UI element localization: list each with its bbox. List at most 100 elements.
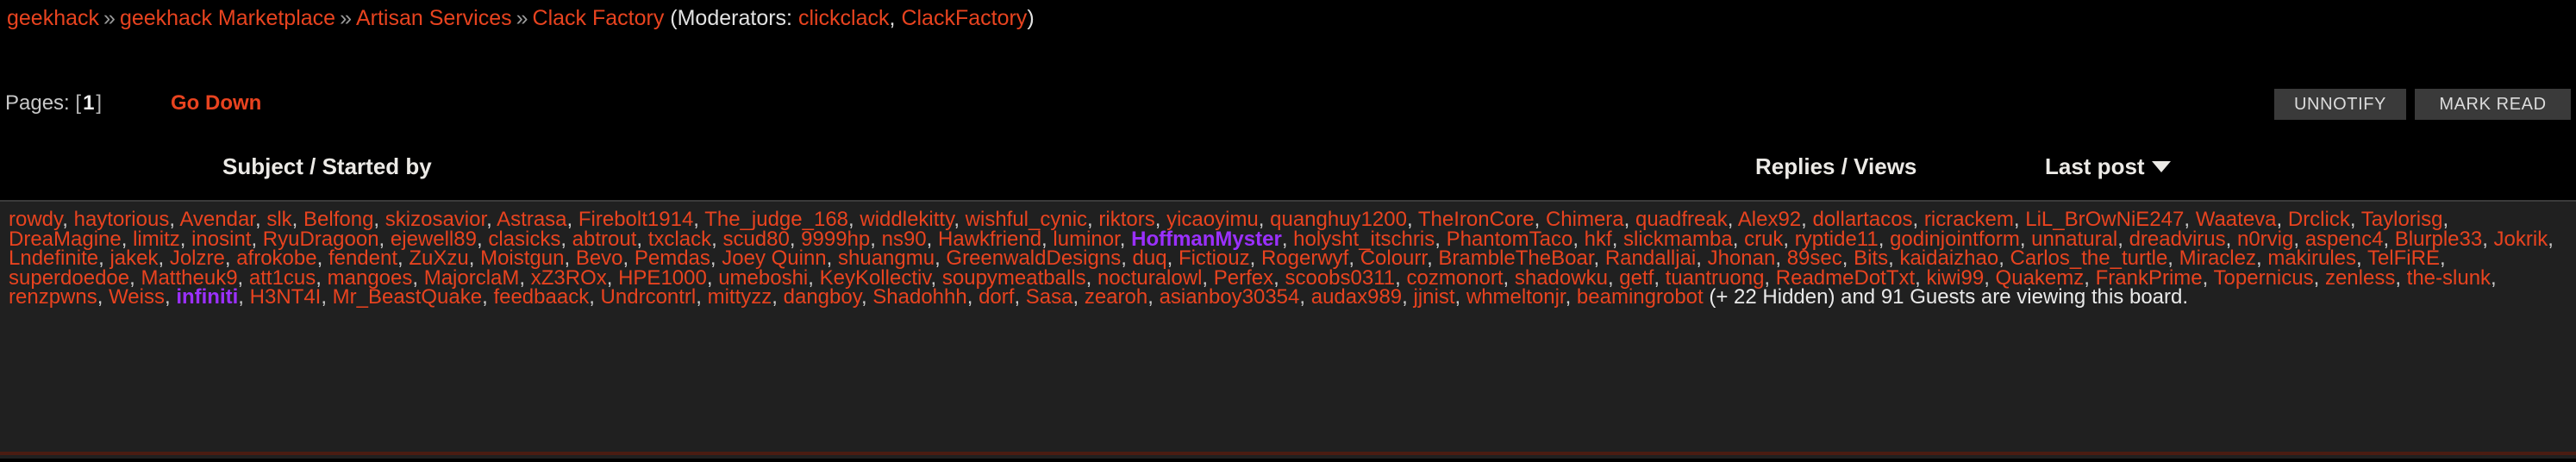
- user-link[interactable]: the-slunk: [2406, 265, 2492, 290]
- user-link[interactable]: unnatural: [2031, 227, 2118, 251]
- user-link[interactable]: scud80: [722, 227, 790, 251]
- user-link[interactable]: abtrout: [572, 227, 637, 251]
- user-link[interactable]: quadfreak: [1635, 208, 1728, 231]
- user-link[interactable]: Alex92: [1737, 208, 1802, 231]
- user-link[interactable]: Shadohhh: [872, 285, 967, 309]
- breadcrumb-item-geekhack[interactable]: geekhack: [7, 6, 100, 30]
- user-link[interactable]: Bits: [1854, 247, 1889, 270]
- user-link[interactable]: Miraclez: [2179, 247, 2256, 270]
- breadcrumb-item-clack-factory[interactable]: Clack Factory: [532, 6, 665, 30]
- user-link[interactable]: makirules: [2267, 247, 2357, 270]
- user-link[interactable]: skizosavior: [385, 208, 487, 231]
- user-link[interactable]: shadowku: [1514, 265, 1608, 290]
- user-link[interactable]: superdoedoe: [9, 265, 130, 290]
- user-link[interactable]: shuangmu: [838, 247, 935, 270]
- user-link[interactable]: Quakemz: [1995, 265, 2085, 290]
- user-link[interactable]: Chimera: [1545, 208, 1624, 231]
- user-link[interactable]: jakek: [109, 247, 159, 270]
- user-link[interactable]: Pemdas: [634, 247, 710, 270]
- user-link[interactable]: zenless: [2324, 265, 2396, 290]
- user-link[interactable]: jjnist: [1413, 285, 1455, 309]
- breadcrumb-item-artisan-services[interactable]: Artisan Services: [355, 6, 512, 30]
- user-link[interactable]: MajorclaM: [423, 265, 520, 290]
- user-link[interactable]: ns90: [881, 227, 927, 251]
- user-link[interactable]: Randalljai: [1604, 247, 1697, 270]
- breadcrumb-item-geekhack-marketplace[interactable]: geekhack Marketplace: [119, 6, 336, 30]
- user-link[interactable]: Colourr: [1360, 247, 1428, 270]
- user-link[interactable]: godinjointform: [1890, 227, 2020, 251]
- user-link[interactable]: clasicks: [488, 227, 561, 251]
- user-link[interactable]: afrokobe: [236, 247, 317, 270]
- user-link[interactable]: quanghuy1200: [1270, 208, 1407, 231]
- user-link[interactable]: HoffmanMyster: [1131, 227, 1282, 251]
- user-link[interactable]: FrankPrime: [2095, 265, 2203, 290]
- user-link[interactable]: Astrasa: [497, 208, 567, 231]
- mark-read-button[interactable]: MARK READ: [2415, 89, 2571, 120]
- user-link[interactable]: ricrackem: [1923, 208, 2014, 231]
- user-link[interactable]: slickmamba: [1623, 227, 1733, 251]
- user-link[interactable]: feedbaack: [493, 285, 590, 309]
- user-link[interactable]: LiL_BrOwNiE247: [2025, 208, 2185, 231]
- user-link[interactable]: Rogerwyf: [1260, 247, 1349, 270]
- user-link[interactable]: Lndefinite: [9, 247, 99, 270]
- user-link[interactable]: txclack: [647, 227, 712, 251]
- user-link[interactable]: whmeltonjr: [1466, 285, 1566, 309]
- user-link[interactable]: Waateva: [2195, 208, 2277, 231]
- column-header-replies-views[interactable]: Replies / Views: [1755, 152, 1916, 181]
- user-link[interactable]: Sasa: [1025, 285, 1073, 309]
- user-link[interactable]: asianboy30354: [1159, 285, 1300, 309]
- user-link[interactable]: Drclick: [2287, 208, 2350, 231]
- user-link[interactable]: limitz: [133, 227, 180, 251]
- user-link[interactable]: Jhonan: [1707, 247, 1776, 270]
- user-link[interactable]: att1cus: [248, 265, 316, 290]
- user-link[interactable]: holysht_itschris: [1293, 227, 1435, 251]
- user-link[interactable]: cozmonort: [1406, 265, 1504, 290]
- user-link[interactable]: Weiss: [109, 285, 165, 309]
- column-header-replies-link[interactable]: Replies / Views: [1755, 153, 1917, 179]
- user-link[interactable]: Belfong: [303, 208, 374, 231]
- user-link[interactable]: infiniti: [176, 285, 239, 309]
- user-link[interactable]: ReadmeDotTxt: [1775, 265, 1916, 290]
- page-number-1[interactable]: 1: [83, 91, 95, 115]
- user-link[interactable]: fendent: [328, 247, 398, 270]
- user-link[interactable]: slk: [266, 208, 292, 231]
- user-link[interactable]: mittyzz: [707, 285, 772, 309]
- user-link[interactable]: soupymeatballs: [941, 265, 1086, 290]
- user-link[interactable]: 9999hp: [801, 227, 871, 251]
- user-link[interactable]: DreaMagine: [9, 227, 122, 251]
- user-link[interactable]: renzpwns: [9, 285, 97, 309]
- user-link[interactable]: Mattheuk9: [141, 265, 238, 290]
- user-link[interactable]: n0rvig: [2236, 227, 2294, 251]
- user-link[interactable]: mangoes: [327, 265, 413, 290]
- user-link[interactable]: xZ3ROx: [530, 265, 607, 290]
- user-link[interactable]: BrambleTheBoar: [1438, 247, 1594, 270]
- user-link[interactable]: The_judge_168: [704, 208, 849, 231]
- user-link[interactable]: tuantruong: [1665, 265, 1765, 290]
- user-link[interactable]: haytorious: [73, 208, 170, 231]
- user-link[interactable]: scoobs0311: [1285, 265, 1396, 290]
- user-link[interactable]: Carlos_the_turtle: [2010, 247, 2168, 270]
- user-link[interactable]: H3NT4I: [249, 285, 322, 309]
- user-link[interactable]: Jokrik: [2493, 227, 2548, 251]
- moderator-link-clackfactory[interactable]: ClackFactory: [901, 6, 1028, 30]
- user-link[interactable]: Undrcontrl: [600, 285, 697, 309]
- user-link[interactable]: Firebolt1914: [578, 208, 694, 231]
- user-link[interactable]: dreadvirus: [2129, 227, 2226, 251]
- unnotify-button[interactable]: UNNOTIFY: [2274, 89, 2406, 120]
- user-link[interactable]: duq: [1132, 247, 1167, 270]
- user-link[interactable]: HPE1000: [618, 265, 707, 290]
- user-link[interactable]: hkf: [1584, 227, 1612, 251]
- user-link[interactable]: Topernicus: [2213, 265, 2314, 290]
- user-link[interactable]: ZuXzu: [409, 247, 469, 270]
- moderator-link-clickclack[interactable]: clickclack: [797, 6, 890, 30]
- user-link[interactable]: Mr_BeastQuake: [332, 285, 483, 309]
- user-link[interactable]: umeboshi: [718, 265, 809, 290]
- user-link[interactable]: ejewell89: [390, 227, 477, 251]
- user-link[interactable]: Jolzre: [169, 247, 225, 270]
- user-link[interactable]: riktors: [1098, 208, 1155, 231]
- user-link[interactable]: Taylorisg: [2360, 208, 2443, 231]
- user-link[interactable]: wishful_cynic: [965, 208, 1088, 231]
- user-link[interactable]: aspenc4: [2304, 227, 2384, 251]
- column-header-last-post[interactable]: Last post: [2045, 152, 2171, 181]
- user-link[interactable]: kaidaizhao: [1899, 247, 1999, 270]
